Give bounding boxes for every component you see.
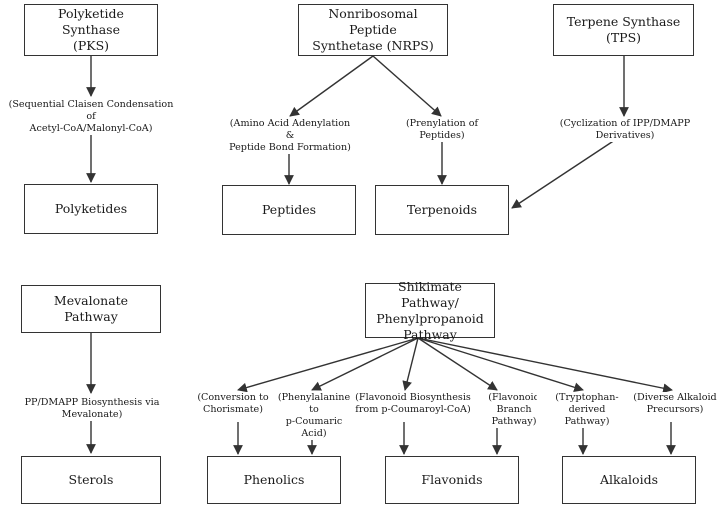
- label-nrps-terpenoids: (Prenylation of Peptides): [383, 118, 501, 142]
- node-alkaloids: Alkaloids: [562, 456, 696, 504]
- arrow-shik-to-coumaric: [311, 337, 419, 391]
- label-tps-terpenoids: (Cyclization of IPP/DMAPP Derivatives): [532, 118, 718, 142]
- node-shikimate: Shikimate Pathway/ Phenylpropanoid Pathw…: [365, 279, 495, 342]
- node-mevalonate: Mevalonate Pathway: [21, 285, 161, 333]
- arrow-label-to-terpenoids-2: [511, 133, 625, 209]
- node-nrps: Nonribosomal Peptide Synthetase (NRPS): [298, 4, 448, 56]
- arrow-shik-to-flav-biosynth: [402, 337, 419, 391]
- arrow-shik-to-alkaloid: [417, 337, 673, 394]
- label-nrps-peptides: (Amino Acid Adenylation & Peptide Bond F…: [226, 118, 354, 154]
- node-polyketides-label: Polyketides: [54, 201, 128, 216]
- label-shik-tryptophan: (Tryptophan-derived Pathway): [537, 392, 637, 428]
- label-pks-polyketides: (Sequential Claisen Condensation of Acet…: [5, 99, 177, 135]
- node-peptides-label: Peptides: [261, 202, 317, 217]
- node-sterols-label: Sterols: [68, 472, 114, 487]
- node-tps-label: Terpene Synthase (TPS): [566, 14, 681, 45]
- node-pks-label: Polyketide Synthase (PKS): [58, 6, 124, 53]
- label-shik-flav-biosynth: (Flavonoid Biosynthesis from p-Coumaroyl…: [353, 392, 473, 416]
- node-sterols: Sterols: [21, 456, 161, 504]
- node-flavonids-label: Flavonids: [421, 472, 483, 487]
- node-peptides: Peptides: [222, 185, 356, 235]
- node-polyketides: Polyketides: [24, 184, 158, 234]
- arrow-nrps-to-prenylation-label: [372, 55, 442, 117]
- arrow-shik-to-tryptophan: [417, 337, 584, 393]
- node-alkaloids-label: Alkaloids: [600, 472, 658, 487]
- label-shik-chorismate: (Conversion to Chorismate): [196, 392, 270, 416]
- label-mevalonate-sterols: PP/DMAPP Biosynthesis via Mevalonate): [0, 397, 184, 421]
- node-shikimate-label: Shikimate Pathway/ Phenylpropanoid Pathw…: [376, 278, 484, 342]
- node-nrps-label: Nonribosomal Peptide Synthetase (NRPS): [312, 6, 434, 53]
- node-phenolics-label: Phenolics: [243, 472, 305, 487]
- node-flavonids: Flavonids: [385, 456, 519, 504]
- label-shik-alkaloid: (Diverse Alkaloid Precursors): [633, 392, 717, 416]
- node-pks: Polyketide Synthase (PKS): [24, 4, 158, 56]
- arrow-shik-to-chorismate: [237, 337, 419, 393]
- node-terpenoids-label: Terpenoids: [406, 202, 478, 217]
- node-terpenoids: Terpenoids: [375, 185, 509, 235]
- node-mevalonate-label: Mevalonate Pathway: [53, 293, 129, 324]
- node-tps: Terpene Synthase (TPS): [553, 4, 694, 56]
- arrow-shik-to-flav-branch: [417, 337, 498, 391]
- node-phenolics: Phenolics: [207, 456, 341, 504]
- arrow-nrps-to-peptide-label: [289, 55, 374, 117]
- label-shik-coumaric: (Phenylalanine to p-Coumaric Acid): [272, 392, 356, 440]
